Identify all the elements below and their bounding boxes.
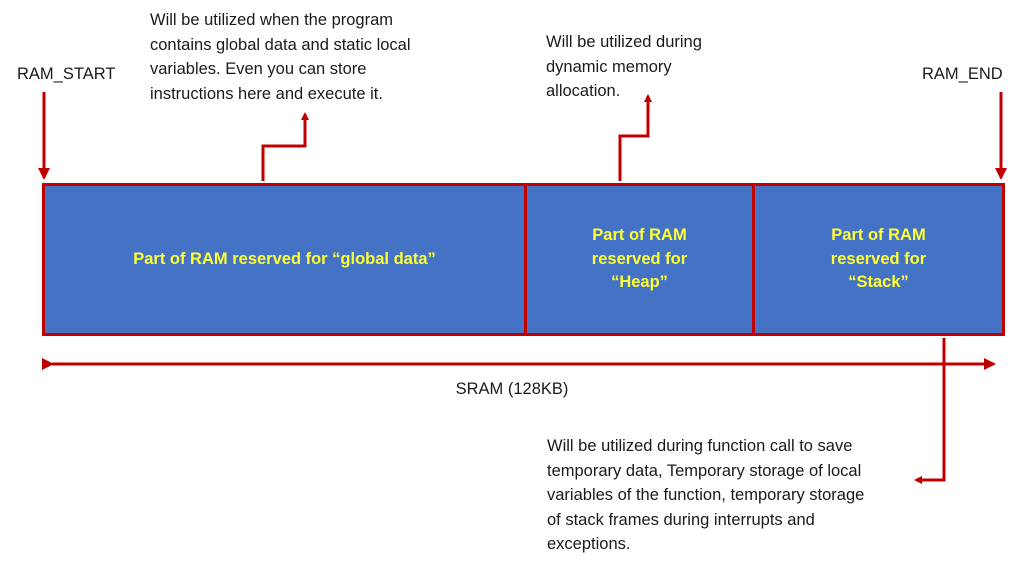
heap-segment-label: Part of RAM reserved for “Heap” bbox=[591, 226, 688, 292]
stack-segment: Part of RAM reserved for “Stack” bbox=[752, 183, 1005, 336]
sram-size-label: SRAM (128KB) bbox=[455, 380, 569, 398]
stack-segment-label: Part of RAM reserved for “Stack” bbox=[830, 226, 927, 292]
global-data-note: Will be utilized when the program contai… bbox=[150, 11, 411, 103]
ram-start-label: RAM_START bbox=[17, 65, 116, 83]
heap-note: Will be utilized during dynamic memory a… bbox=[546, 33, 702, 100]
global-data-segment: Part of RAM reserved for “global data” bbox=[42, 183, 527, 336]
stack-note: Will be utilized during function call to… bbox=[547, 437, 865, 553]
global-data-segment-label: Part of RAM reserved for “global data” bbox=[133, 249, 436, 268]
heap-callout-arrow bbox=[618, 94, 652, 181]
heap-segment: Part of RAM reserved for “Heap” bbox=[524, 183, 755, 336]
ram-end-label: RAM_END bbox=[922, 65, 1003, 83]
global-data-callout-arrow bbox=[261, 112, 309, 181]
stack-callout-arrow bbox=[914, 338, 946, 484]
